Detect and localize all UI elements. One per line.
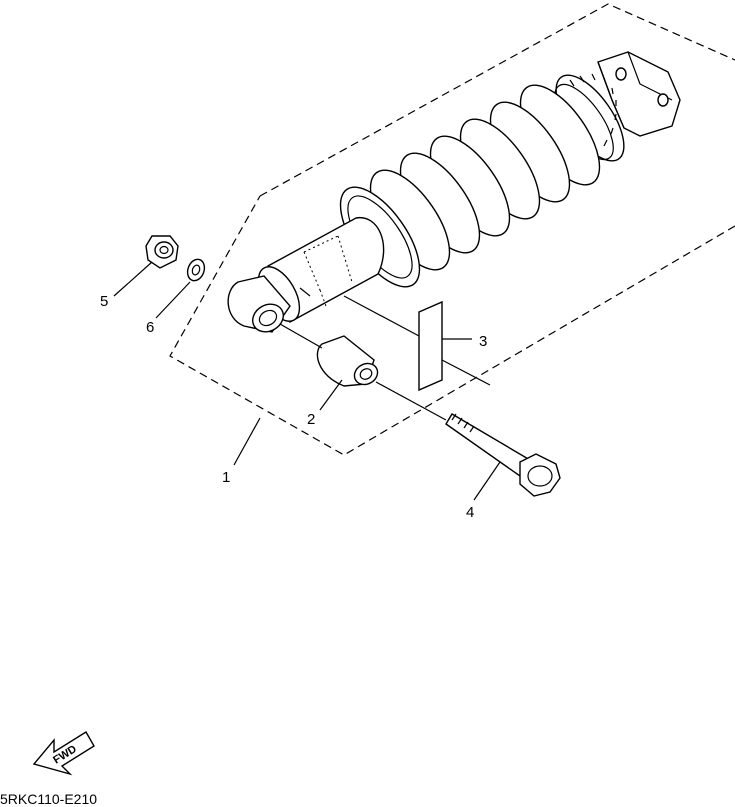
leader-line-6 (155, 281, 191, 319)
leader-line-5 (113, 261, 153, 297)
leader-line-1 (233, 417, 261, 466)
shock-top-bracket (597, 51, 681, 137)
callout-4: 4 (466, 504, 474, 521)
bolt-part-4 (445, 413, 561, 497)
fwd-arrow-icon: FWD (32, 731, 95, 776)
assembly-boundary (169, 3, 735, 456)
leader-line-4 (473, 461, 501, 501)
leader-line-2 (319, 379, 343, 411)
callout-6: 6 (146, 319, 154, 336)
callout-5: 5 (100, 293, 108, 310)
coil-spring (339, 84, 601, 288)
washer-part-6 (186, 258, 206, 282)
callout-3: 3 (479, 333, 487, 350)
collar-part-2 (316, 335, 379, 387)
diagram-code: 5RKC110-E210 (0, 791, 97, 807)
assembly-axis-line (279, 295, 491, 421)
label-part-3 (418, 300, 443, 392)
nut-part-5 (145, 235, 179, 269)
lower-eye-bushing (227, 275, 291, 333)
callout-2: 2 (307, 411, 315, 428)
callout-1: 1 (222, 469, 230, 486)
